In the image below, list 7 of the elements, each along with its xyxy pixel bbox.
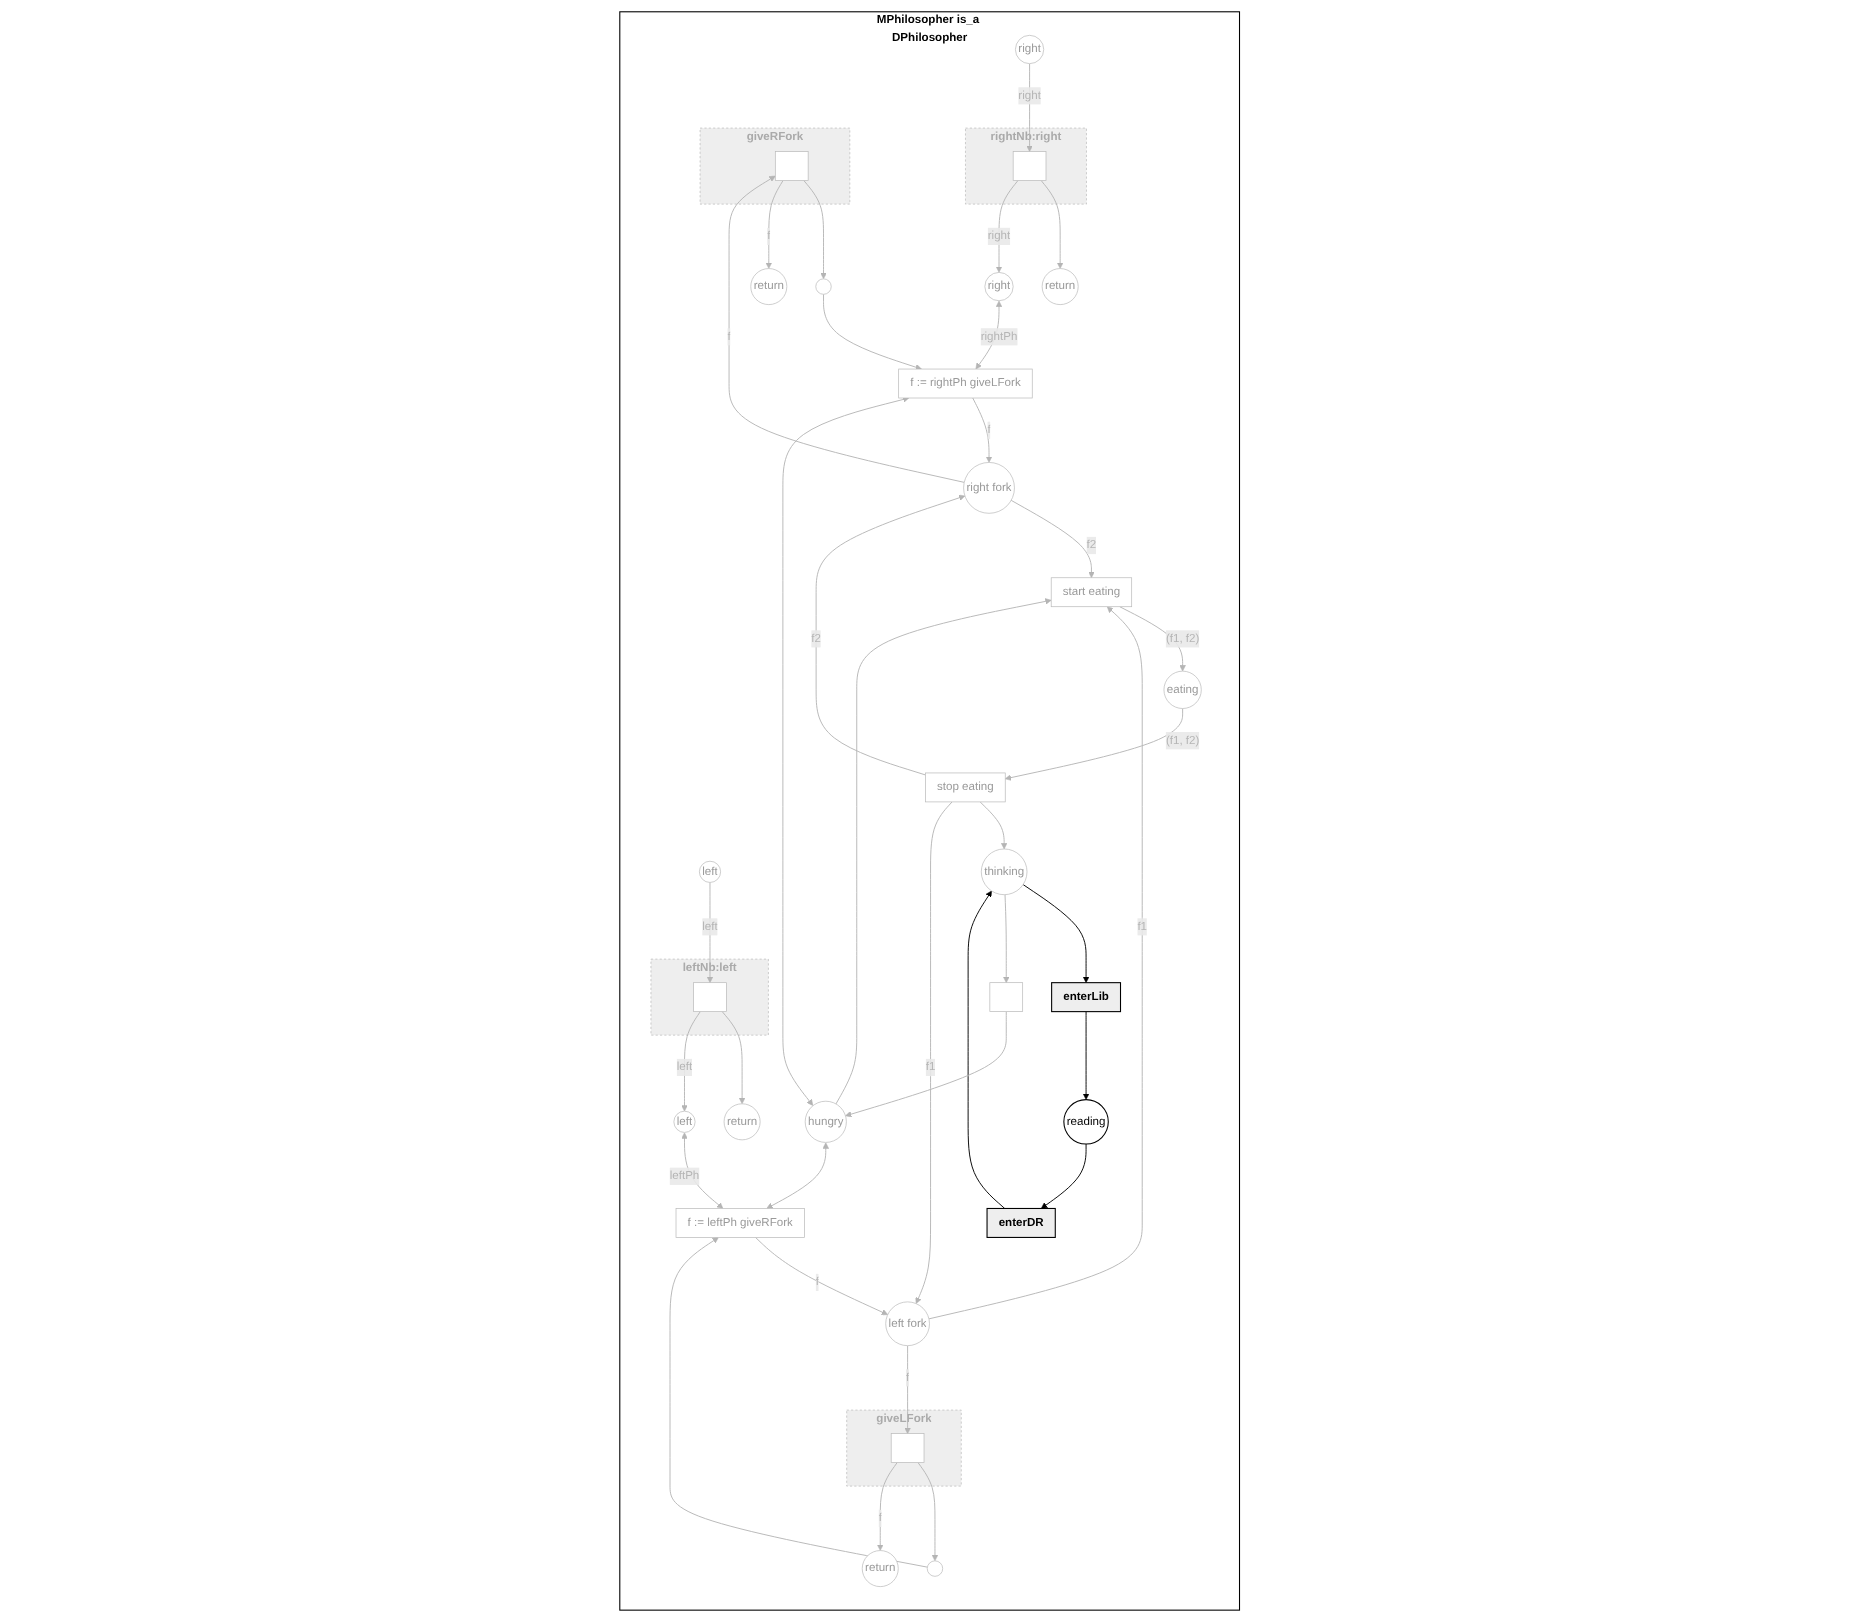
node-box [774,151,808,181]
node-box [890,1433,924,1463]
node-circle [926,1560,943,1577]
node-circle [814,278,831,295]
node-box [692,982,727,1012]
node-box [988,982,1023,1012]
node-box [1012,151,1046,181]
